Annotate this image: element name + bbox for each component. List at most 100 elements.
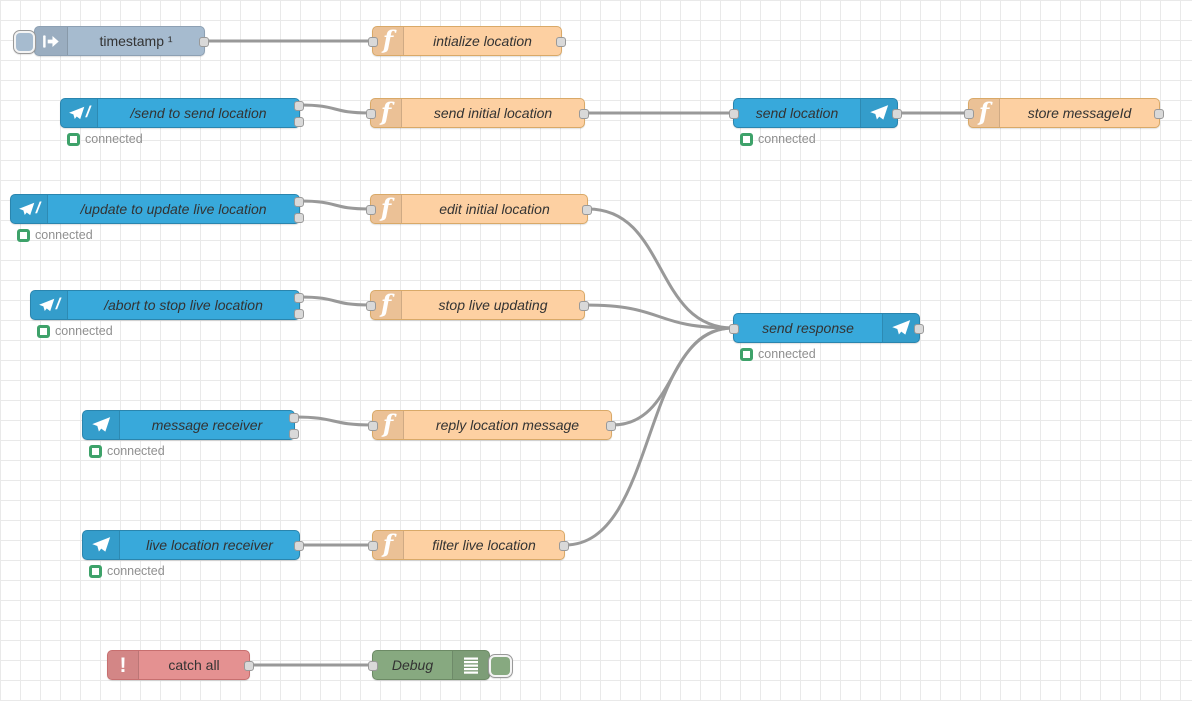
status-text: connected [758, 347, 816, 361]
node-label: store messageId [1027, 105, 1132, 121]
output-port[interactable] [579, 109, 589, 119]
node-status: connected [67, 132, 143, 146]
function-icon: f [371, 99, 402, 127]
node-cmd-send[interactable]: / /send to send location [60, 98, 304, 128]
telegram-plane-icon [882, 314, 919, 342]
inject-arrow-icon [35, 27, 68, 55]
input-port[interactable] [368, 661, 378, 671]
output-port[interactable] [294, 541, 304, 551]
debug-toggle-button[interactable] [488, 654, 513, 678]
output-port[interactable] [294, 101, 304, 111]
node-label: catch all [168, 657, 220, 673]
output-port[interactable] [289, 429, 299, 439]
node-inject-timestamp[interactable]: timestamp ¹ [13, 26, 209, 56]
output-port[interactable] [289, 413, 299, 423]
node-func-store-messageid[interactable]: f store messageId [964, 98, 1164, 128]
node-func-initialize-location[interactable]: f intialize location [368, 26, 566, 56]
telegram-command-icon: / [11, 195, 48, 223]
telegram-command-icon: / [31, 291, 68, 319]
input-port[interactable] [729, 324, 739, 334]
status-ring-icon [37, 324, 50, 338]
wire[interactable] [298, 199, 372, 211]
input-port[interactable] [964, 109, 974, 119]
output-port[interactable] [892, 109, 902, 119]
input-port[interactable] [368, 421, 378, 431]
input-port[interactable] [366, 109, 376, 119]
output-port[interactable] [1154, 109, 1164, 119]
node-label: message receiver [151, 417, 263, 433]
output-port[interactable] [294, 117, 304, 127]
status-ring-icon [89, 444, 102, 458]
node-catch-all[interactable]: !catch all [107, 650, 254, 680]
status-ring-icon [740, 132, 753, 146]
node-status: connected [17, 228, 93, 242]
node-label: timestamp ¹ [99, 33, 173, 49]
node-sender-send-response[interactable]: send response [729, 313, 924, 343]
status-text: connected [85, 132, 143, 146]
node-sender-send-location[interactable]: send location [729, 98, 902, 128]
function-icon: f [373, 531, 404, 559]
input-port[interactable] [368, 37, 378, 47]
wire[interactable] [583, 303, 735, 330]
telegram-plane-icon [83, 411, 120, 439]
wire[interactable] [298, 295, 372, 307]
wire[interactable] [298, 103, 372, 115]
output-port[interactable] [244, 661, 254, 671]
status-ring-icon [89, 564, 102, 578]
output-port[interactable] [582, 205, 592, 215]
node-label: send location [755, 105, 839, 121]
output-port[interactable] [556, 37, 566, 47]
wire[interactable] [563, 326, 735, 547]
node-label: intialize location [433, 33, 532, 49]
telegram-command-icon: / [61, 99, 98, 127]
output-port[interactable] [579, 301, 589, 311]
node-label: live location receiver [146, 537, 273, 553]
node-status: connected [37, 324, 113, 338]
output-port[interactable] [294, 197, 304, 207]
node-debug[interactable]: Debug [368, 650, 513, 680]
node-label: Debug [391, 657, 434, 673]
status-text: connected [107, 444, 165, 458]
function-icon: f [371, 195, 402, 223]
output-port[interactable] [199, 37, 209, 47]
node-status: connected [89, 444, 165, 458]
function-icon: f [373, 27, 404, 55]
node-cmd-update[interactable]: / /update to update live location [10, 194, 304, 224]
wire[interactable] [293, 415, 374, 427]
input-port[interactable] [729, 109, 739, 119]
input-port[interactable] [366, 205, 376, 215]
node-label: /send to send location [130, 105, 267, 121]
status-ring-icon [67, 132, 80, 146]
telegram-plane-icon [860, 99, 897, 127]
output-port[interactable] [914, 324, 924, 334]
node-cmd-abort[interactable]: / /abort to stop live location [30, 290, 304, 320]
output-port[interactable] [294, 293, 304, 303]
status-text: connected [55, 324, 113, 338]
node-label: /abort to stop live location [104, 297, 263, 313]
input-port[interactable] [368, 541, 378, 551]
output-port[interactable] [559, 541, 569, 551]
function-icon: f [969, 99, 1000, 127]
output-port[interactable] [294, 213, 304, 223]
output-port[interactable] [294, 309, 304, 319]
wire[interactable] [586, 207, 735, 330]
function-icon: f [371, 291, 402, 319]
node-recv-message[interactable]: message receiver [82, 410, 299, 440]
node-label: reply location message [435, 417, 580, 433]
node-label: /update to update live location [80, 201, 267, 217]
status-ring-icon [740, 347, 753, 361]
inject-button[interactable] [13, 30, 36, 54]
output-port[interactable] [606, 421, 616, 431]
telegram-plane-icon [83, 531, 120, 559]
node-recv-live-location[interactable]: live location receiver [82, 530, 304, 560]
input-port[interactable] [366, 301, 376, 311]
status-ring-icon [17, 228, 30, 242]
